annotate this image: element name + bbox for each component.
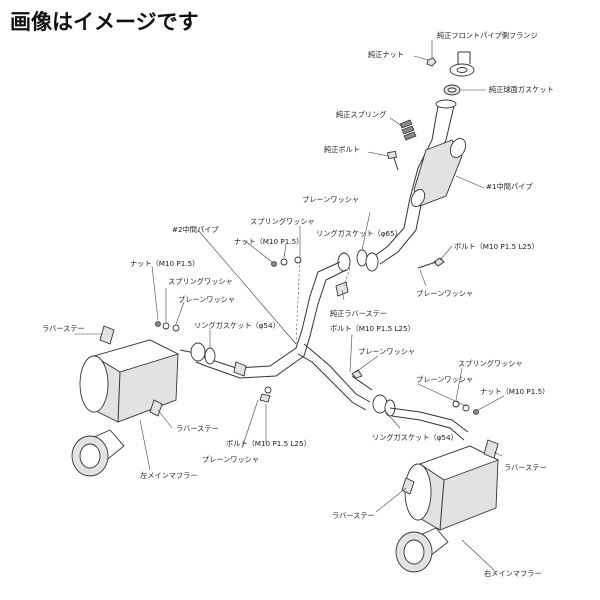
label-plain-washer-5: プレーンワッシャ (416, 375, 473, 384)
label-left-main-muffler: 左メインマフラー (140, 471, 198, 480)
label-bolt-m10-l25-1: ボルト（M10 P1.5 L25） (454, 242, 539, 251)
label-rubber-stay-4: ラバーステー (332, 511, 375, 520)
label-stock-spring: 純正スプリング (336, 110, 386, 119)
ring-gasket-54-left (190, 342, 216, 365)
label-plain-washer-1: プレーンワッシャ (302, 195, 359, 204)
mid-pipe-1-part (371, 99, 467, 265)
label-bolt-m10-l25-2: ボルト（M10 P1.5 L25） (330, 324, 415, 333)
label-ring-gasket-65: リングガスケット（φ65） (316, 229, 402, 238)
label-stock-nut: 純正ナット (368, 50, 404, 59)
leader-lines (74, 40, 505, 573)
label-stock-bolt: 純正ボルト (324, 145, 360, 154)
label-stock-ball-gasket: 純正球面ガスケット (489, 85, 554, 94)
nut-washer-stack-1 (271, 256, 302, 267)
nut-washer-stack-2 (155, 321, 180, 332)
ball-gasket-part (443, 84, 461, 96)
label-spring-washer-1: スプリングワッシャ (250, 217, 315, 226)
label-plain-washer-6: プレーンワッシャ (202, 455, 259, 464)
label-bolt-m10-l25-3: ボルト（M10 P1.5 L25） (226, 439, 311, 448)
label-right-main-muffler: 右メインマフラー (484, 569, 542, 578)
label-ring-gasket-54-1: リングガスケット（φ54） (194, 321, 280, 330)
bolt-right-part (351, 369, 373, 391)
label-plain-washer-3: プレーンワッシャ (178, 295, 235, 304)
front-pipe-flange-part (449, 51, 475, 77)
label-stock-rubber-stay: 純正ラバーステー (330, 309, 387, 318)
label-mid-pipe-2: #2中間パイプ (172, 225, 219, 234)
label-front-pipe-flange: 純正フロントパイプ側フランジ (437, 31, 538, 40)
label-spring-washer-3: スプリングワッシャ (458, 359, 523, 368)
label-rubber-stay-2: ラバーステー (176, 424, 219, 433)
label-ring-gasket-54-2: リングガスケット（φ54） (372, 433, 458, 442)
label-nut-m10-2: ナット（M10 P1.5） (130, 259, 199, 268)
ring-gasket-54-right (372, 394, 396, 417)
stock-spring-part (399, 119, 417, 141)
label-plain-washer-4: プレーンワッシャ (358, 347, 415, 356)
stock-nut-part (426, 57, 437, 67)
label-nut-m10-1: ナット（M10 P1.5） (234, 237, 303, 246)
label-spring-washer-2: スプリングワッシャ (168, 277, 233, 286)
label-mid-pipe-1: #1中間パイプ (486, 182, 533, 191)
label-nut-m10-3: ナット（M10 P1.5） (480, 387, 549, 396)
nut-washer-stack-3 (452, 400, 479, 415)
page-title: 画像はイメージです (10, 10, 199, 34)
ring-gasket-65-part (337, 249, 379, 272)
rubber-stay-center (233, 361, 247, 377)
bolt-left-part (259, 386, 272, 403)
right-main-muffler-part (389, 407, 500, 573)
left-main-muffler-part (71, 325, 191, 477)
callout-labels: 純正フロントパイプ側フランジ 純正ナット 純正球面ガスケット 純正スプリング 純… (42, 31, 554, 578)
stock-bolt-part (387, 150, 399, 171)
label-rubber-stay-1: ラバーステー (42, 324, 85, 333)
bolt-m10-l25-1-part (417, 257, 445, 269)
label-rubber-stay-3: ラバーステー (504, 463, 547, 472)
label-plain-washer-2: プレーンワッシャ (416, 289, 473, 298)
